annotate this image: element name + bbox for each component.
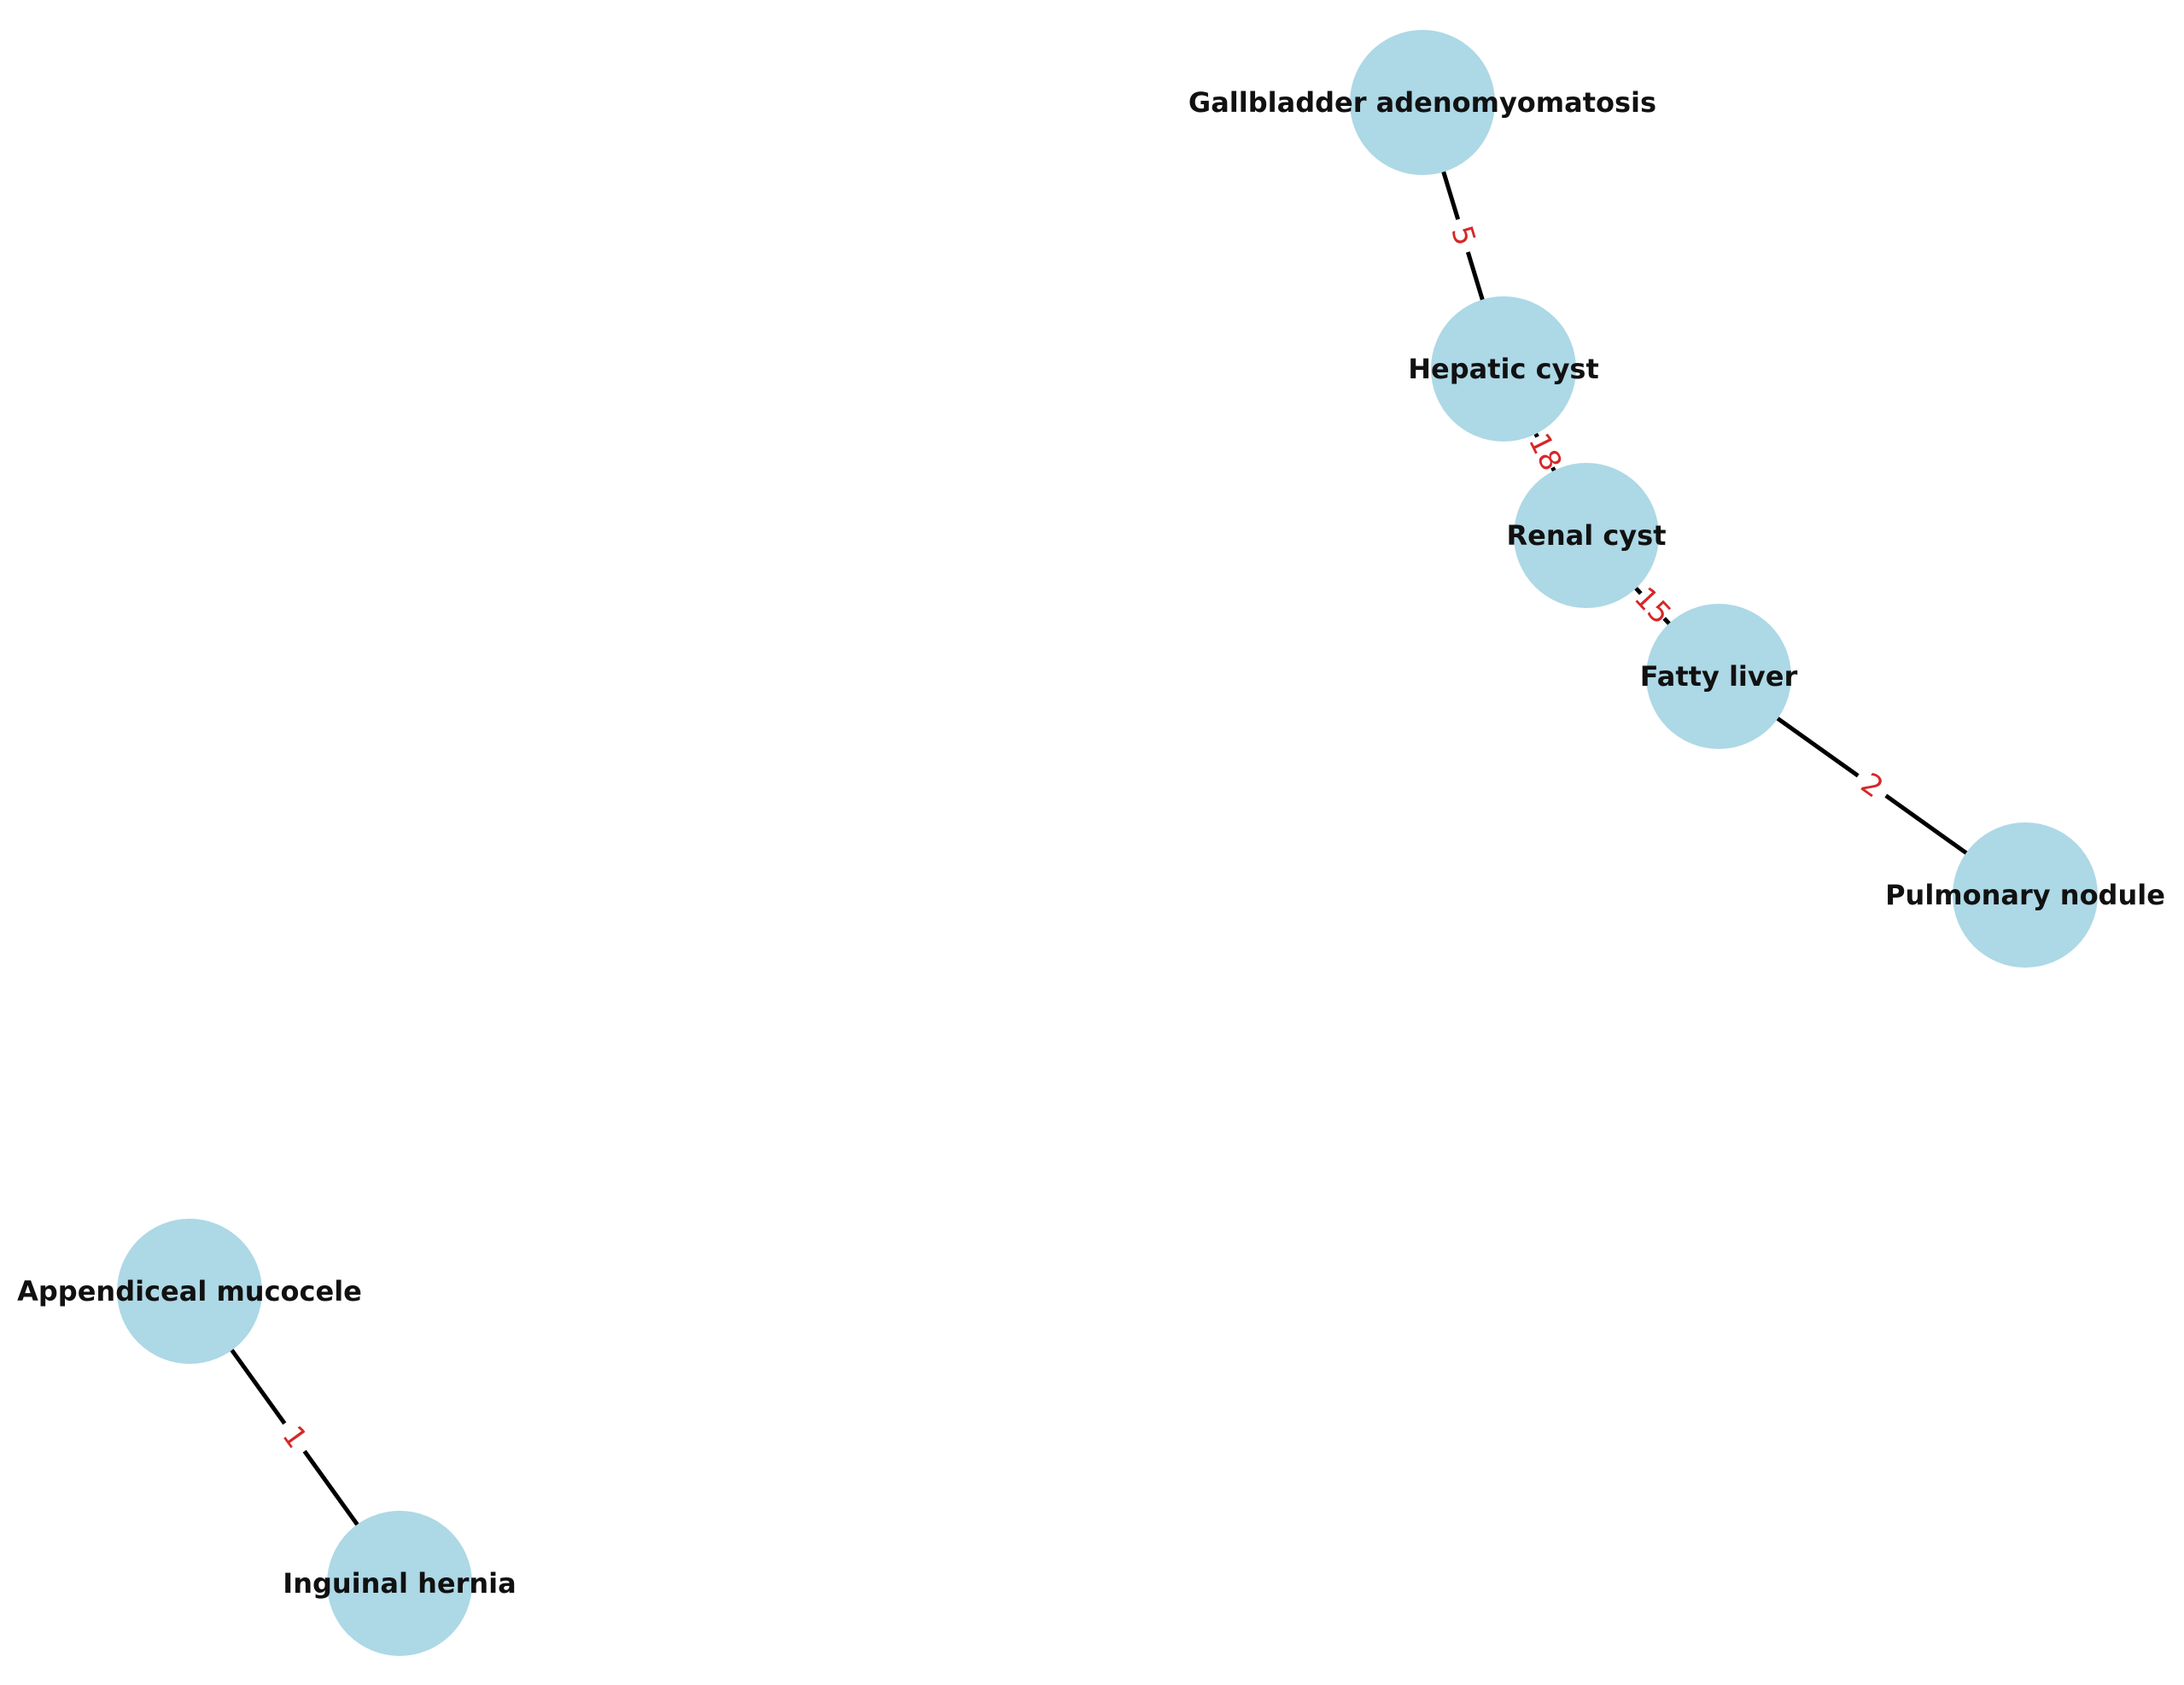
node-appendiceal: Appendiceal mucocele bbox=[17, 1219, 362, 1364]
node-renal: Renal cyst bbox=[1507, 463, 1667, 608]
node-circle bbox=[1953, 822, 2098, 968]
node-pulmonary: Pulmonary nodule bbox=[1885, 822, 2165, 968]
node-label: Fatty liver bbox=[1640, 660, 1798, 693]
edge-label-background bbox=[1628, 582, 1677, 630]
edge-label-background bbox=[1848, 762, 1896, 810]
node-label: Gallbladder adenomyomatosis bbox=[1188, 86, 1656, 119]
node-hepatic: Hepatic cyst bbox=[1408, 296, 1599, 442]
node-circle bbox=[1514, 463, 1659, 608]
edge-label-background bbox=[1441, 214, 1485, 257]
node-label: Appendiceal mucocele bbox=[17, 1275, 362, 1308]
node-fatty: Fatty liver bbox=[1640, 604, 1798, 749]
edges-layer bbox=[187, 102, 2027, 1585]
node-circle bbox=[1431, 296, 1576, 442]
node-label: Hepatic cyst bbox=[1408, 353, 1599, 385]
node-label: Pulmonary nodule bbox=[1885, 879, 2165, 911]
node-inguinal: Inguinal hernia bbox=[283, 1511, 517, 1656]
node-gallbladder: Gallbladder adenomyomatosis bbox=[1188, 30, 1656, 175]
node-circle bbox=[117, 1219, 262, 1364]
node-circle bbox=[1350, 30, 1495, 175]
edge-label-background bbox=[271, 1413, 318, 1461]
node-label: Inguinal hernia bbox=[283, 1567, 516, 1600]
node-circle bbox=[327, 1511, 472, 1656]
node-label: Renal cyst bbox=[1507, 519, 1667, 552]
node-circle bbox=[1646, 604, 1791, 749]
edge-label-background bbox=[1521, 429, 1568, 476]
